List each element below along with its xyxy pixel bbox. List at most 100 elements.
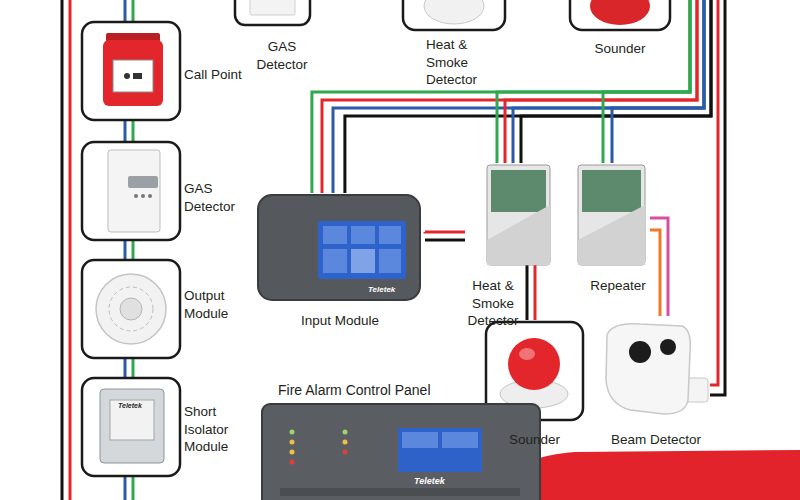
device-node: Sounder [484,320,585,450]
control-panel-body [262,404,540,500]
wire [425,239,465,242]
device-caption: GAS Detector [252,38,312,73]
device-node: GAS Detector [80,142,250,240]
repeater-screen [318,221,406,279]
wire [650,230,660,316]
repeater-body [258,195,420,300]
gas-detector-window [128,176,158,188]
wire-stub [526,265,529,312]
wire-connector [527,312,535,320]
screen-tile [351,249,375,273]
panel-keypad [280,488,520,496]
wire [124,358,127,378]
wire [505,0,697,163]
module-housing [487,165,550,265]
wire [526,312,529,320]
wire-connector [125,120,133,142]
beam-detector-body [606,324,690,414]
device-node: Fire Alarm Control Panel [260,380,545,500]
module-cover [578,205,645,265]
sounder-dome [590,0,650,25]
device-node: Call Point [80,22,250,120]
screen-tile [379,226,401,244]
smoke-detector-body [424,0,484,24]
isolator-sticker [110,400,154,440]
panel-led [343,450,348,455]
wire-connector [425,232,465,240]
gas-detector-body [108,150,160,232]
device-caption: GAS Detector [184,180,248,215]
gas-detector-led [134,194,138,198]
screen-tile [351,226,375,244]
screen-tile [323,226,347,244]
wire [521,0,711,163]
device-frame [82,378,180,476]
device-caption: Short Isolator Module [184,403,248,456]
device-caption: Beam Detector [604,431,708,449]
red-corner-shape [500,450,800,500]
beam-lens [629,341,651,363]
device-node: Repeater [255,193,425,332]
call-point-window [113,60,153,92]
call-point-symbol [133,73,142,79]
device-node: Sounder [565,0,675,60]
device-frame [82,260,180,358]
screen-tile [442,432,478,448]
device-frame [403,0,505,30]
panel-led [290,430,295,435]
wire [333,0,704,193]
gas-detector-body [250,0,295,15]
wire [124,120,127,142]
sounder-highlight [519,348,535,360]
device-node: Input Module [575,163,650,310]
smoke-detector-center [120,298,142,320]
wire [124,240,127,260]
device-frame [235,0,310,25]
panel-led [343,430,348,435]
device-frame [82,22,180,120]
call-point-symbol [124,73,130,79]
wire-connector [650,218,668,316]
loop-wire [69,0,72,500]
module-cover [487,205,550,265]
wire [425,230,465,233]
gas-detector-led [148,194,152,198]
device-node: Heat & Smoke Detector [80,260,250,358]
wire [345,0,711,193]
wire [650,218,668,316]
wire [497,0,690,163]
loop-wire [124,0,127,22]
device-caption: Sounder [484,431,585,449]
panel-led [343,440,348,445]
wire [132,120,135,142]
device-caption: Fire Alarm Control Panel [278,381,538,399]
gas-detector-led [141,194,145,198]
control-panel-screen [398,428,482,472]
isolator-body [100,389,164,463]
module-circuit-board [491,170,546,212]
device-caption: Repeater [588,277,648,295]
panel-led [290,460,295,465]
wire [513,0,704,163]
device-caption: Sounder [580,40,660,58]
brand-label: Teletek [368,285,395,294]
module-housing [578,165,645,265]
screen-tile [379,249,401,273]
loop-wire [61,0,64,500]
wire [534,312,537,320]
device-caption: Input Module [285,312,395,330]
device-node: GAS Detector [233,0,330,78]
smoke-detector-vents [109,287,153,331]
wire [312,0,690,193]
loop-wire [124,476,127,500]
loop-wire [132,476,135,500]
call-point-body [103,40,163,106]
wire-connector [125,240,133,260]
panel-led [290,440,295,445]
beam-lens [660,339,676,355]
wire-connector [125,358,133,378]
wire [322,0,697,193]
module-circuit-board [582,170,641,212]
